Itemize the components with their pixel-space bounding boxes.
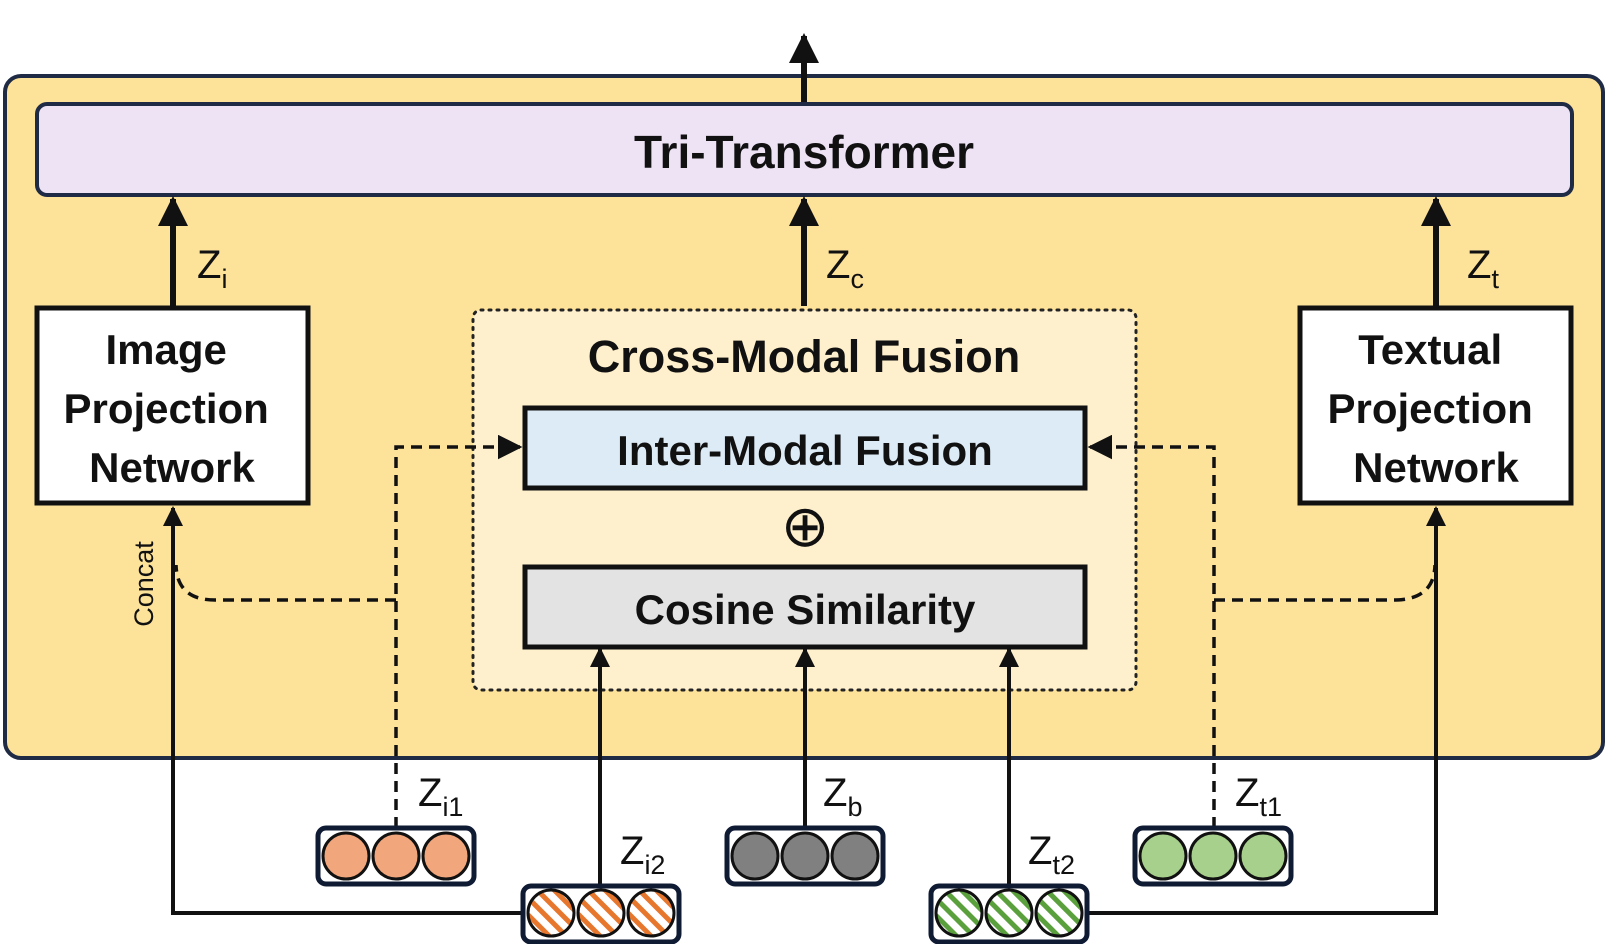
inter-modal-fusion-label: Inter-Modal Fusion: [617, 427, 993, 474]
zt2-to-textual-projection: [1085, 506, 1446, 915]
fusion-plus-icon: ⊕: [781, 494, 830, 559]
zt1-dashed-path: [1087, 434, 1216, 828]
zt2-label: Zt2: [1028, 829, 1075, 880]
cosine-similarity-box: [522, 564, 1088, 650]
cosine-similarity-label: Cosine Similarity: [635, 586, 976, 633]
zi2-to-image-projection: [163, 506, 523, 915]
image-projection-label: Image Projection Network: [63, 326, 280, 491]
zc-label: Zc: [826, 243, 864, 294]
zi2-token-group: [520, 883, 682, 944]
zi1-label: Zi1: [418, 771, 463, 822]
zi1-dashed-path: [394, 434, 523, 828]
zi-label: Zi: [197, 243, 227, 294]
zb-token-group: [724, 825, 886, 887]
inter-modal-fusion-box: [522, 405, 1088, 491]
zi1-concat-dashed: [174, 564, 396, 602]
zb-label: Zb: [823, 771, 862, 822]
image-projection-box: [34, 305, 311, 506]
textual-projection-box: [1297, 305, 1574, 506]
zt1-token-group: [1132, 825, 1294, 887]
zt-label: Zt: [1467, 243, 1499, 294]
zt1-label: Zt1: [1235, 771, 1282, 822]
zt2-token-group: [928, 883, 1090, 944]
tri-transformer-label: Tri-Transformer: [634, 126, 974, 178]
zi1-token-group: [315, 825, 477, 887]
tri-transformer-box: [35, 102, 1574, 197]
textual-projection-label: Textual Projection Network: [1327, 326, 1544, 491]
cross-modal-fusion-label: Cross-Modal Fusion: [588, 331, 1021, 382]
concat-label: Concat: [129, 541, 159, 627]
zi2-label: Zi2: [620, 829, 665, 880]
zt1-concat-dashed: [1214, 564, 1437, 602]
